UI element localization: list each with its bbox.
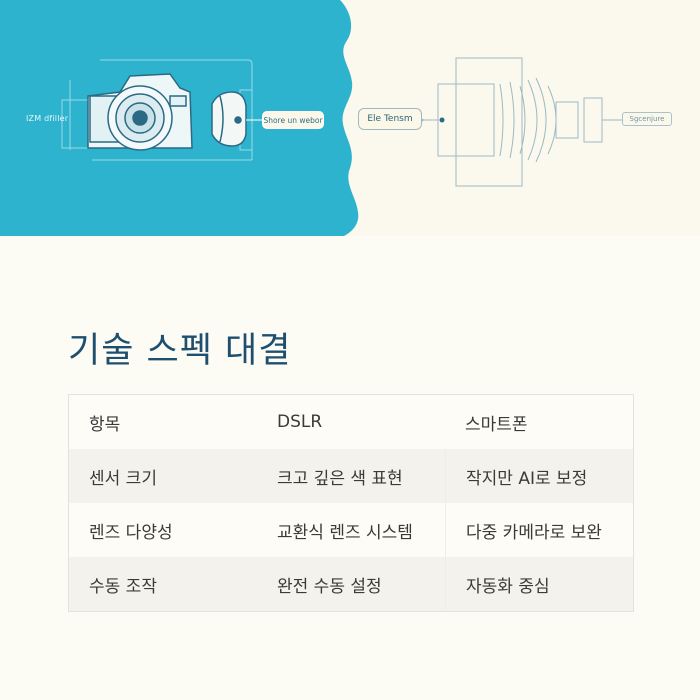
camera-illustration	[0, 0, 622, 236]
dslr-value: 교환식 렌즈 시스템	[277, 522, 413, 543]
section-title: 기술 스펙 대결	[68, 331, 292, 371]
row-label: 렌즈 다양성	[89, 522, 173, 543]
smartphone-value: 자동화 중심	[445, 557, 633, 611]
header-dslr: DSLR	[277, 412, 323, 432]
spec-comparison-table: 항목 DSLR 스마트폰 센서 크기 크고 깊은 색 표현 작지만 AI로 보정…	[68, 394, 634, 612]
hero-pill-center: Ele Tensm	[358, 108, 422, 130]
smartphone-value: 다중 카메라로 보완	[445, 503, 633, 557]
hero-pill-left: Shore un webor	[262, 111, 324, 129]
row-label: 수동 조작	[89, 576, 157, 597]
lens-icon	[211, 91, 247, 147]
smartphone-value: 작지만 AI로 보정	[445, 449, 633, 503]
table-row: 센서 크기 크고 깊은 색 표현 작지만 AI로 보정	[69, 449, 633, 503]
dslr-value: 크고 깊은 색 표현	[277, 468, 403, 489]
camera-body-icon	[87, 73, 193, 151]
hero-illustration: IZM dfiller Shore un webor Ele Tensm Sgc…	[0, 0, 700, 236]
header-smartphone: 스마트폰	[465, 414, 528, 435]
header-item: 항목	[89, 414, 121, 435]
table-header-row: 항목 DSLR 스마트폰	[69, 395, 633, 449]
row-label: 센서 크기	[89, 468, 157, 489]
hero-pill-right: Sgcenjure	[622, 112, 672, 126]
table-row: 렌즈 다양성 교환식 렌즈 시스템 다중 카메라로 보완	[69, 503, 633, 557]
dslr-value: 완전 수동 설정	[277, 576, 382, 597]
hero-left-label: IZM dfiller	[26, 114, 69, 123]
table-row: 수동 조작 완전 수동 설정 자동화 중심	[69, 557, 633, 611]
